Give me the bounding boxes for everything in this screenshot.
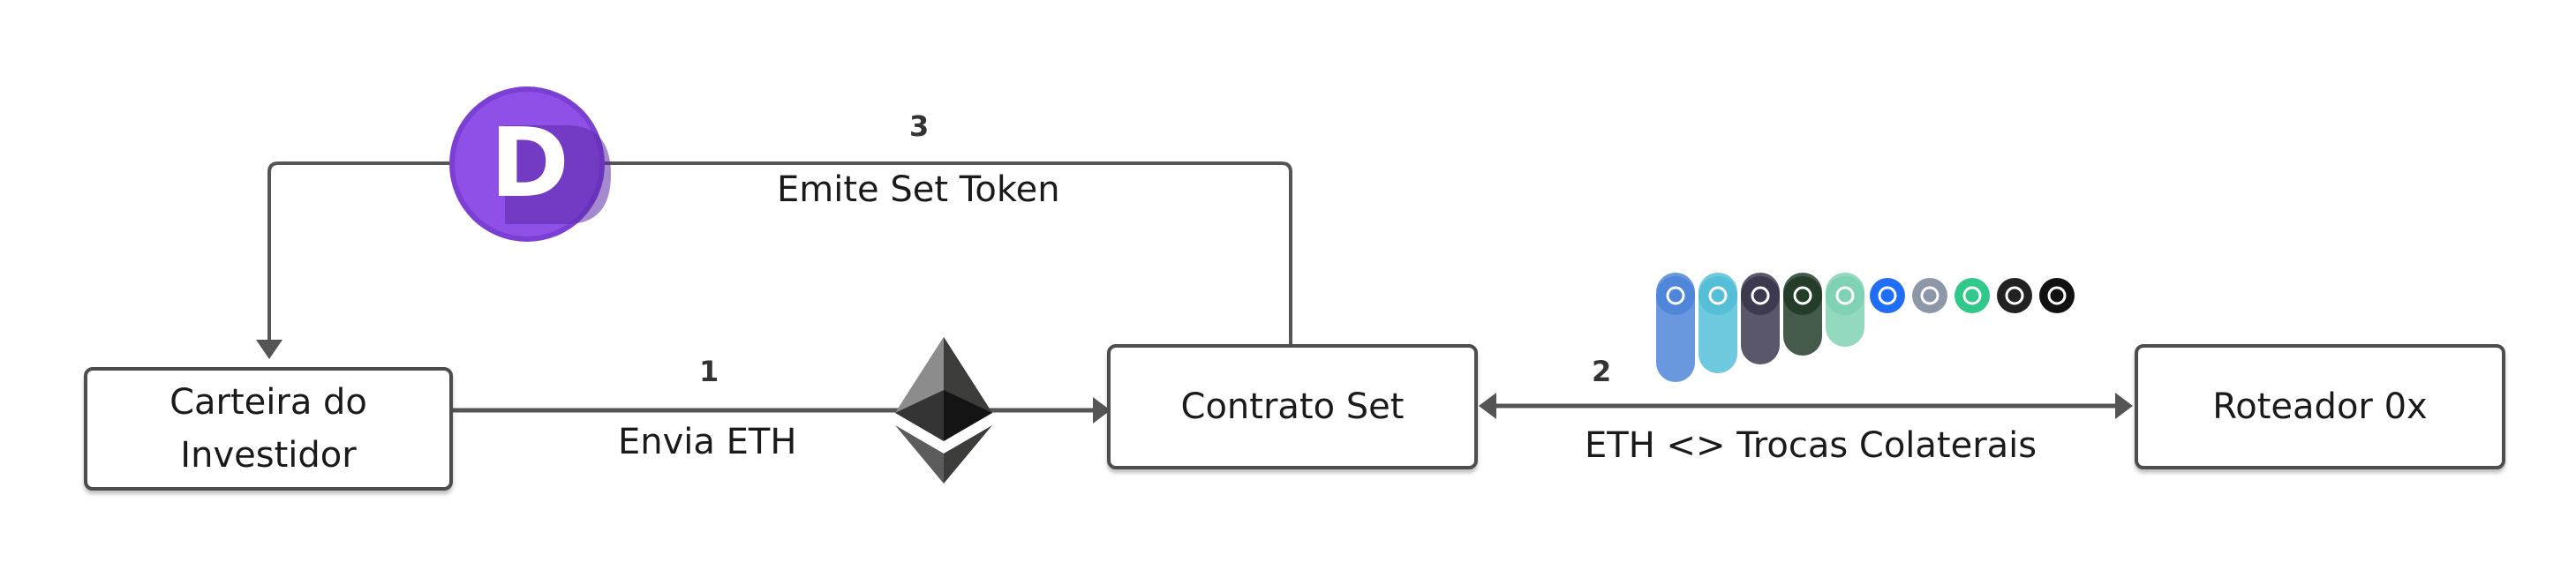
node-carteira-label: Carteira do Investidor [169, 382, 367, 476]
ethereum-icon [895, 337, 992, 484]
node-carteira-investidor: Carteira do Investidor [84, 367, 453, 491]
node-contrato-label: Contrato Set [1180, 386, 1405, 427]
step-3-number: 3 [909, 109, 930, 143]
node-roteador-0x: Roteador 0x [2135, 344, 2505, 469]
uniswap-icon [1870, 278, 1905, 313]
step-1-label: Envia ETH [618, 422, 797, 462]
wbtc-icon [1656, 273, 1695, 382]
collateral-tokens [1656, 273, 2075, 382]
m-icon [1826, 273, 1864, 347]
flash-icon [1699, 273, 1737, 373]
hexagon-icon [1912, 278, 1947, 313]
hat-icon [1997, 278, 2032, 313]
ring-icon [2039, 278, 2075, 313]
sushi-icon [1741, 273, 1780, 364]
kyber-icon [1955, 278, 1990, 313]
step-3-label: Emite Set Token [777, 169, 1060, 210]
step-2-label: ETH <> Trocas Colaterais [1585, 425, 2037, 466]
defi-pulse-letter: D [490, 109, 569, 219]
node-roteador-label: Roteador 0x [2212, 386, 2428, 427]
arrow-envia-eth [452, 397, 1111, 424]
leaf-icon [1783, 273, 1822, 356]
arrow-emite-set-token [256, 161, 1292, 359]
defi-pulse-logo: D [449, 86, 611, 242]
step-2-number: 2 [1592, 355, 1612, 388]
step-1-number: 1 [699, 355, 719, 388]
arrow-trocas-colaterais [1479, 393, 2133, 419]
node-contrato-set: Contrato Set [1107, 344, 1478, 469]
